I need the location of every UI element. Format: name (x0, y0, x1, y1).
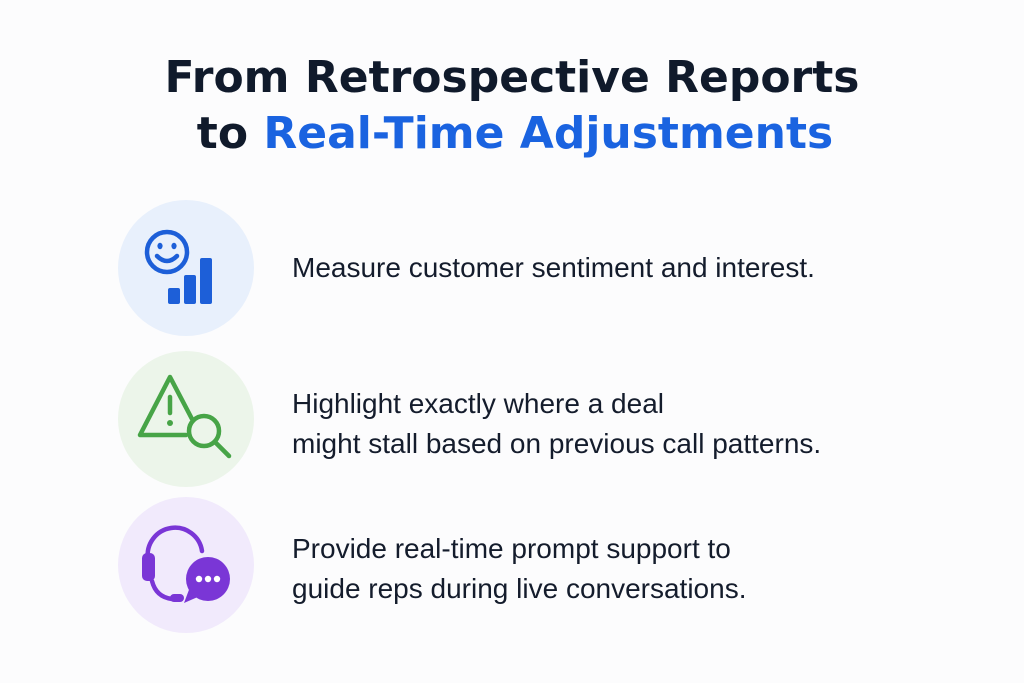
title-line-2: to Real-Time Adjustments (0, 106, 1024, 162)
warning-magnifier-icon (137, 374, 232, 459)
feature-text-line: might stall based on previous call patte… (292, 428, 822, 459)
title-prefix: to (196, 108, 264, 159)
title-accent: Real-Time Adjustments (263, 108, 834, 159)
headset-chat-icon (142, 525, 230, 603)
sentiment-icon-circle (118, 200, 254, 336)
feature-text-line: Measure customer sentiment and interest. (292, 252, 815, 283)
page-title: From Retrospective Reports to Real-Time … (0, 50, 1024, 162)
support-icon-circle (118, 497, 254, 633)
stall-icon-circle (118, 351, 254, 487)
feature-text-support: Provide real-time prompt support to guid… (292, 529, 746, 609)
feature-text-stall: Highlight exactly where a deal might sta… (292, 384, 821, 464)
feature-text-line: Provide real-time prompt support to (292, 533, 731, 564)
title-line-1: From Retrospective Reports (164, 52, 860, 103)
smiley-chart-icon (144, 229, 212, 304)
feature-text-line: Highlight exactly where a deal (292, 388, 664, 419)
feature-item-sentiment: Measure customer sentiment and interest. (118, 200, 998, 336)
feature-text-line: guide reps during live conversations. (292, 573, 747, 604)
feature-text-sentiment: Measure customer sentiment and interest. (292, 248, 815, 288)
feature-item-stall-detection: Highlight exactly where a deal might sta… (118, 351, 998, 487)
feature-item-live-support: Provide real-time prompt support to guid… (118, 497, 998, 633)
